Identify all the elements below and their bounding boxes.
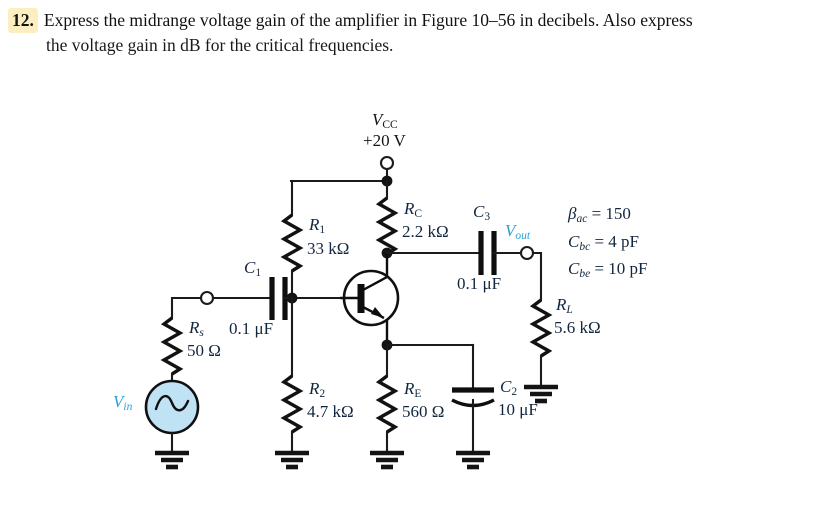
resistor-r1-symbol — [280, 213, 304, 273]
label-vout: Vout — [505, 221, 531, 242]
label-c2-value: 10 μF — [498, 400, 538, 419]
ground-symbol-rl — [524, 384, 558, 404]
label-vcc: VCC — [372, 110, 398, 131]
resistor-rc-symbol — [375, 196, 399, 256]
resistor-rs-symbol — [160, 316, 184, 376]
label-rc-value: 2.2 kΩ — [402, 222, 449, 241]
wire-vout-to-rl — [531, 251, 543, 302]
label-rs-value: 50 Ω — [187, 341, 221, 360]
ac-source-icon — [144, 379, 200, 435]
label-rl-value: 5.6 kΩ — [554, 318, 601, 337]
problem-text-line-1: Express the midrange voltage gain of the… — [43, 10, 693, 30]
label-r2: R2 — [309, 379, 326, 400]
wire-input-to-rs — [170, 296, 203, 320]
problem-number: 12. — [8, 8, 38, 33]
vcc-terminal — [379, 155, 395, 171]
label-c3: C3 — [473, 202, 491, 223]
label-rl: RL — [556, 295, 573, 316]
label-rc: RC — [404, 199, 423, 220]
parameter-beta-ac: βac = 150 — [568, 204, 631, 225]
label-rs: Rs — [189, 318, 204, 339]
vout-terminal — [519, 245, 535, 261]
label-r2-value: 4.7 kΩ — [307, 402, 354, 421]
resistor-rl-symbol — [529, 298, 553, 358]
label-c1-value: 0.1 μF — [229, 319, 274, 338]
problem-line-1: 12.Express the midrange voltage gain of … — [8, 8, 823, 33]
label-re-value: 560 Ω — [402, 402, 445, 421]
ac-source-sine-glyph — [154, 395, 190, 412]
parameter-cbe: Cbe = 10 pF — [568, 259, 648, 280]
problem-text-line-2: the voltage gain in dB for the critical … — [46, 35, 394, 55]
input-terminal — [199, 290, 215, 306]
ground-symbol-r2 — [275, 450, 309, 470]
problem-statement: 12.Express the midrange voltage gain of … — [0, 0, 833, 57]
label-c2: C2 — [500, 377, 518, 398]
label-c1: C1 — [244, 258, 262, 279]
label-r1: R1 — [309, 215, 326, 236]
parameter-list: βac = 150 Cbc = 4 pF Cbe = 10 pF — [568, 203, 648, 286]
parameter-cbc: Cbc = 4 pF — [568, 231, 639, 253]
label-re: RE — [404, 379, 422, 400]
ground-symbol-c2 — [456, 450, 490, 470]
label-r1-value: 33 kΩ — [307, 239, 350, 258]
transistor-emitter-arrow — [371, 307, 384, 318]
label-vin: Vin — [113, 392, 133, 413]
label-vcc-value: +20 V — [363, 131, 406, 150]
resistor-r2-symbol — [280, 374, 304, 434]
ground-symbol-re — [370, 450, 404, 470]
transistor-collector-lead — [362, 275, 388, 292]
label-c3-value: 0.1 μF — [457, 274, 502, 293]
resistor-re-symbol — [375, 374, 399, 434]
ground-symbol-source — [155, 450, 189, 470]
